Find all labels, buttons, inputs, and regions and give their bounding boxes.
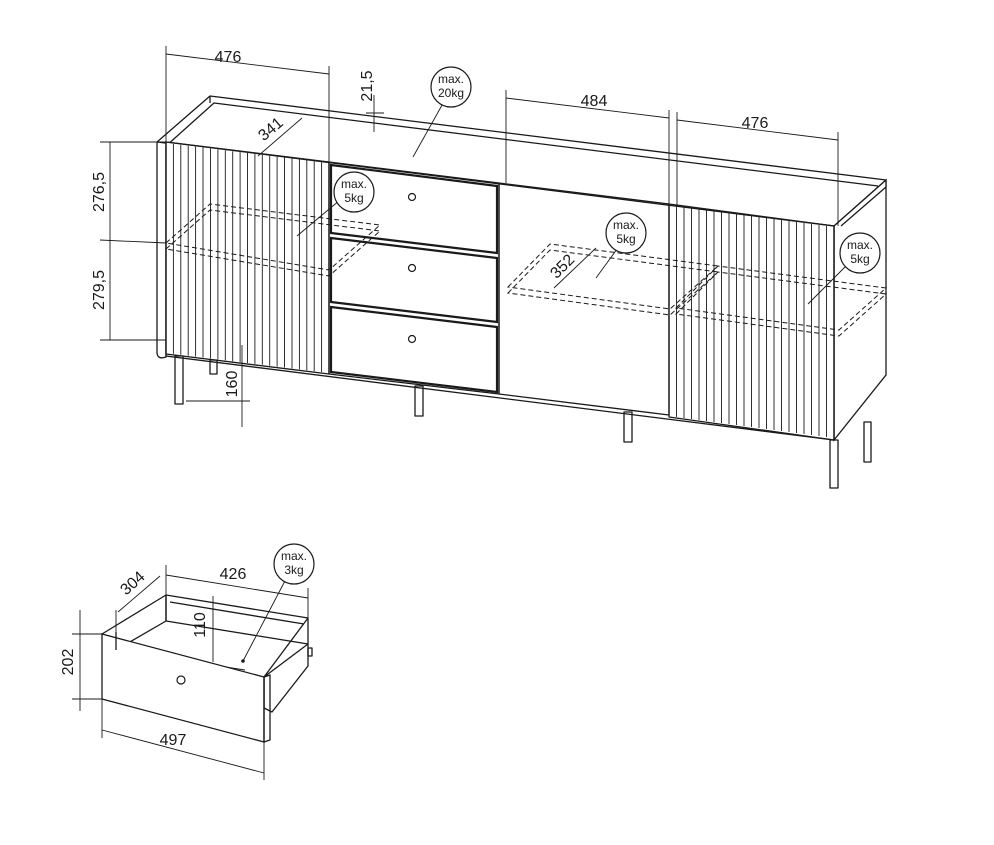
knob-icon bbox=[407, 263, 417, 273]
sideboard-legs bbox=[174, 355, 872, 489]
dim-drawer-inner-height: 110 bbox=[192, 612, 209, 638]
svg-text:max.: max. bbox=[341, 177, 367, 191]
svg-text:3kg: 3kg bbox=[284, 563, 303, 577]
knob-icon bbox=[407, 334, 417, 344]
dim-top-clearance: 21,5 bbox=[359, 70, 376, 101]
dim-left-shelf-depth: 341 bbox=[255, 114, 286, 144]
dim-drawer-depth: 304 bbox=[117, 568, 148, 599]
drawer-front-1 bbox=[329, 163, 499, 255]
svg-text:5kg: 5kg bbox=[850, 252, 869, 266]
load-badge-shelf-right: max. 5kg bbox=[839, 232, 881, 274]
dim-right-door-width: 476 bbox=[742, 115, 769, 132]
dimension-lines bbox=[99, 46, 839, 427]
svg-text:max.: max. bbox=[613, 218, 639, 232]
left-fluted-door bbox=[165, 141, 330, 375]
svg-text:20kg: 20kg bbox=[438, 86, 464, 100]
dimension-labels: 476 21,5 484 476 341 352 276,5 279,5 160 bbox=[91, 49, 768, 397]
dim-leg-height: 160 bbox=[224, 371, 241, 398]
knob-icon bbox=[176, 675, 186, 685]
dim-drawer-front-width: 497 bbox=[160, 732, 187, 749]
dim-middle-door-width: 484 bbox=[581, 93, 608, 110]
sideboard: 476 21,5 484 476 341 352 276,5 279,5 160… bbox=[91, 46, 888, 489]
drawer-front-3 bbox=[329, 305, 499, 394]
load-badge-top: max. 20kg bbox=[430, 66, 472, 108]
sideboard-right-side bbox=[833, 178, 887, 442]
knob-icon bbox=[407, 192, 417, 202]
svg-text:max.: max. bbox=[438, 72, 464, 86]
svg-text:5kg: 5kg bbox=[616, 232, 635, 246]
drawer-front-2 bbox=[329, 236, 499, 324]
dim-drawer-front-height: 202 bbox=[60, 649, 77, 676]
right-fluted-door bbox=[668, 203, 835, 441]
svg-text:max.: max. bbox=[847, 238, 873, 252]
shelf-left bbox=[164, 203, 382, 277]
load-badge-shelf-left: max. 5kg bbox=[333, 171, 375, 213]
drawer-dimension-lines bbox=[72, 565, 309, 780]
sideboard-left-side bbox=[156, 142, 167, 359]
shelf-middle bbox=[506, 243, 720, 316]
shelf-right bbox=[674, 265, 888, 337]
dim-drawer-inner-width: 426 bbox=[220, 566, 247, 583]
dim-left-door-width: 476 bbox=[215, 49, 242, 66]
drawer-front bbox=[101, 633, 265, 743]
dim-upper-compartment-height: 276,5 bbox=[91, 172, 108, 212]
svg-text:5kg: 5kg bbox=[344, 191, 363, 205]
load-badge-shelf-middle: max. 5kg bbox=[605, 212, 647, 254]
svg-text:max.: max. bbox=[281, 549, 307, 563]
load-badge-drawer: max. 3kg bbox=[273, 543, 315, 585]
dim-lower-compartment-height: 279,5 bbox=[91, 270, 108, 310]
drawer-detail: 304 426 110 202 497 max. 3kg bbox=[60, 543, 315, 780]
sideboard-front bbox=[165, 141, 835, 441]
